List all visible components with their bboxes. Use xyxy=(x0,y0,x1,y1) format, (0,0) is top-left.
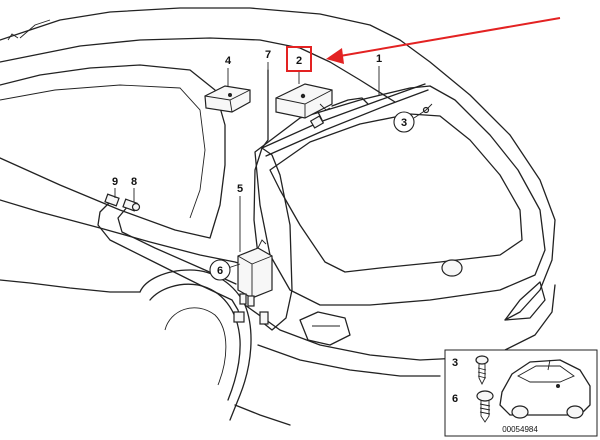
connector-lower-right xyxy=(259,311,269,325)
leader-lines xyxy=(114,62,427,269)
inset-label-3: 3 xyxy=(452,357,458,369)
car-body-outline xyxy=(0,7,556,426)
connector-lower xyxy=(233,311,245,323)
inset-panel: 3 6 00054984 xyxy=(444,349,598,437)
inset-label-6: 6 xyxy=(452,393,458,405)
diagram-number: 00054984 xyxy=(502,425,538,434)
cable-part-7-lower xyxy=(261,147,293,331)
amplifier-part-5 xyxy=(237,239,273,307)
cable-part-7 xyxy=(253,69,269,256)
label-part-5: 5 xyxy=(237,183,243,195)
label-part-8: 8 xyxy=(131,176,137,188)
label-part-3: 3 xyxy=(401,117,407,129)
mini-car-icon xyxy=(499,359,591,419)
label-part-2: 2 xyxy=(296,55,302,67)
callout-circle-part-6 xyxy=(209,259,231,281)
cable-harness-8-9 xyxy=(97,193,269,325)
screw-icon-6 xyxy=(476,390,494,423)
screw-icon-3 xyxy=(475,355,489,386)
label-part-7: 7 xyxy=(265,49,271,61)
amplifier-connector xyxy=(239,293,247,305)
red-arrow xyxy=(326,17,561,64)
label-part-1: 1 xyxy=(376,53,382,65)
badge-emblem xyxy=(441,259,463,277)
cable-part-2-right xyxy=(331,97,369,107)
callout-circle-part-3 xyxy=(393,111,415,133)
tailgate xyxy=(254,83,546,306)
label-part-9: 9 xyxy=(112,176,118,188)
connector-part-9 xyxy=(104,193,120,207)
label-part-4: 4 xyxy=(225,55,232,67)
module-part-4 xyxy=(204,85,251,113)
label-part-6: 6 xyxy=(217,265,223,277)
connector-part-2 xyxy=(309,115,325,129)
highlight-box-part-2 xyxy=(286,46,312,72)
module-part-2 xyxy=(275,83,333,119)
